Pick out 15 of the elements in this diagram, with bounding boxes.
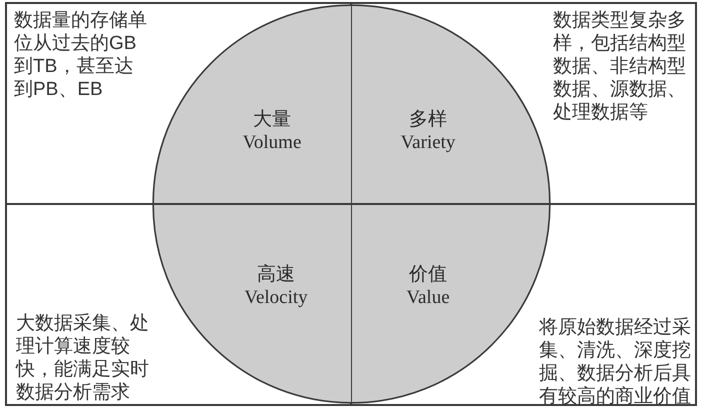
sector-label: 多样 Variety xyxy=(400,108,456,154)
sector-label: 大量 Volume xyxy=(242,108,302,154)
quadrant-panel xyxy=(5,2,351,204)
quadrant-panel xyxy=(351,204,697,406)
description-text: 数据类型复杂多样，包括结构型数据、非结构型数据、源数据、处理数据等 xyxy=(553,9,687,124)
description-text: 数据量的存储单位从过去的GB到TB，甚至达到PB、EB xyxy=(14,9,148,101)
circle-sector xyxy=(352,4,551,203)
sector-label: 高速 Velocity xyxy=(244,263,308,309)
quadrant-panel xyxy=(351,2,697,204)
description-text: 将原始数据经过采集、清洗、深度挖掘、数据分析后具有较高的商业价值 xyxy=(539,316,692,408)
circle-sector xyxy=(152,4,351,203)
circle-sector xyxy=(152,205,351,404)
sector-label: 价值 Value xyxy=(406,263,450,309)
description-text: 大数据采集、处理计算速度较快，能满足实时数据分析需求 xyxy=(16,312,150,404)
quadrant-panel xyxy=(5,204,351,406)
